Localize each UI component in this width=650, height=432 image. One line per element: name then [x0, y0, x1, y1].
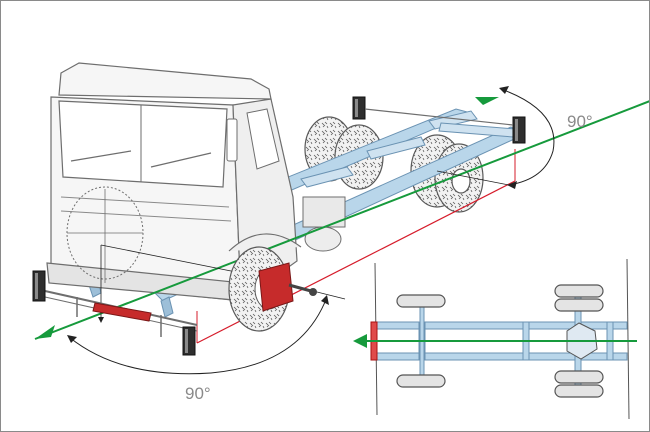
- wheel-clamp-icon: [258, 262, 294, 312]
- alignment-targets: [32, 96, 526, 356]
- green-arrow-rear: [475, 97, 499, 105]
- inset-arrow-icon: [353, 334, 367, 348]
- angle-arc-right: [499, 86, 555, 189]
- green-arrow-front: [35, 325, 55, 339]
- target-rear-left: [352, 96, 366, 120]
- target-front-right: [182, 326, 196, 356]
- angle-label-right: 90°: [567, 112, 593, 131]
- target-rear-right: [512, 116, 526, 144]
- front-wheel: [228, 246, 317, 332]
- angle-label-bottom: 90°: [185, 384, 211, 403]
- front-gauge-bar: [44, 290, 198, 337]
- target-front-left: [32, 270, 46, 302]
- top-view-inset: [353, 258, 637, 420]
- truck-cab: [46, 62, 302, 303]
- angle-arc-bottom: [67, 295, 329, 375]
